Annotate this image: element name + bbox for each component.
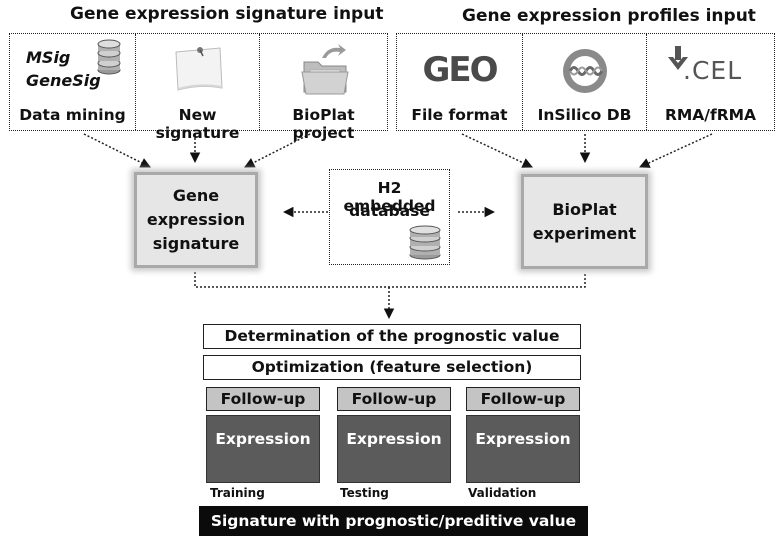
file-format-cell[interactable]: GEO File format	[397, 34, 522, 130]
profiles-input-group: GEO File format InSilico DB .CEL RMA/fRM…	[396, 33, 775, 131]
down-arrow-icon	[668, 46, 688, 70]
arrow-datamining-to-signature	[83, 133, 151, 168]
h2-database-box[interactable]: H2 embedded database	[329, 169, 450, 265]
file-format-label: File format	[411, 106, 508, 124]
cel-logo: .CEL	[683, 56, 743, 85]
training-label: Training	[210, 486, 265, 500]
prognostic-value-step[interactable]: Determination of the prognostic value	[203, 324, 581, 349]
data-mining-cell[interactable]: MSig GeneSig Data mining	[10, 34, 135, 130]
testing-follow-up: Follow-up	[337, 387, 451, 411]
gene-signature-line3: signature	[152, 234, 240, 253]
merge-line	[194, 272, 586, 288]
h2-line1: H2 embedded	[343, 179, 436, 215]
result-bar: Signature with prognostic/preditive valu…	[199, 506, 588, 536]
data-mining-label: Data mining	[19, 106, 126, 124]
database-icon	[97, 39, 121, 75]
gene-signature-line1: Gene	[172, 186, 220, 205]
rma-label: RMA/fRMA	[664, 106, 757, 124]
geo-logo: GEO	[422, 50, 498, 90]
insilico-logo-icon	[563, 49, 607, 93]
note-paper-icon	[175, 47, 223, 91]
gene-signature-line2: expression	[146, 210, 246, 229]
testing-expression: Expression	[337, 415, 451, 483]
arrow-project-to-signature	[244, 133, 311, 168]
validation-label: Validation	[468, 486, 537, 500]
profiles-input-title: Gene expression profiles input	[462, 6, 756, 26]
h2-line2: database	[349, 202, 430, 220]
experiment-line1: BioPlat	[552, 199, 617, 219]
arrow-rma-to-experiment	[639, 133, 713, 168]
experiment-line2: experiment	[532, 223, 637, 243]
validation-expression: Expression	[466, 415, 580, 483]
rma-cell[interactable]: .CEL RMA/fRMA	[647, 34, 774, 130]
training-follow-up: Follow-up	[206, 387, 320, 411]
genesig-text: GeneSig	[26, 71, 101, 90]
database-icon	[409, 225, 441, 260]
insilico-label: InSilico DB	[537, 106, 632, 124]
gene-expression-signature-box[interactable]: Gene expression signature	[134, 172, 258, 268]
optimization-step[interactable]: Optimization (feature selection)	[203, 355, 581, 380]
insilico-cell[interactable]: InSilico DB	[523, 34, 646, 130]
bioplat-project-label: BioPlat project	[292, 106, 355, 142]
new-signature-label: New signature	[155, 106, 240, 142]
signature-input-group: MSig GeneSig Data mining New signature	[9, 33, 388, 142]
new-signature-cell[interactable]: New signature	[136, 34, 259, 142]
msig-text: MSig	[26, 48, 71, 67]
testing-label: Testing	[340, 486, 389, 500]
validation-follow-up: Follow-up	[466, 387, 580, 411]
signature-input-title: Gene expression signature input	[70, 4, 384, 24]
bioplat-project-cell[interactable]: BioPlat project	[260, 34, 387, 142]
folder-icon	[301, 44, 349, 95]
arrow-geo-to-experiment	[461, 133, 533, 168]
training-expression: Expression	[206, 415, 320, 483]
bioplat-experiment-box[interactable]: BioPlat experiment	[521, 174, 648, 269]
